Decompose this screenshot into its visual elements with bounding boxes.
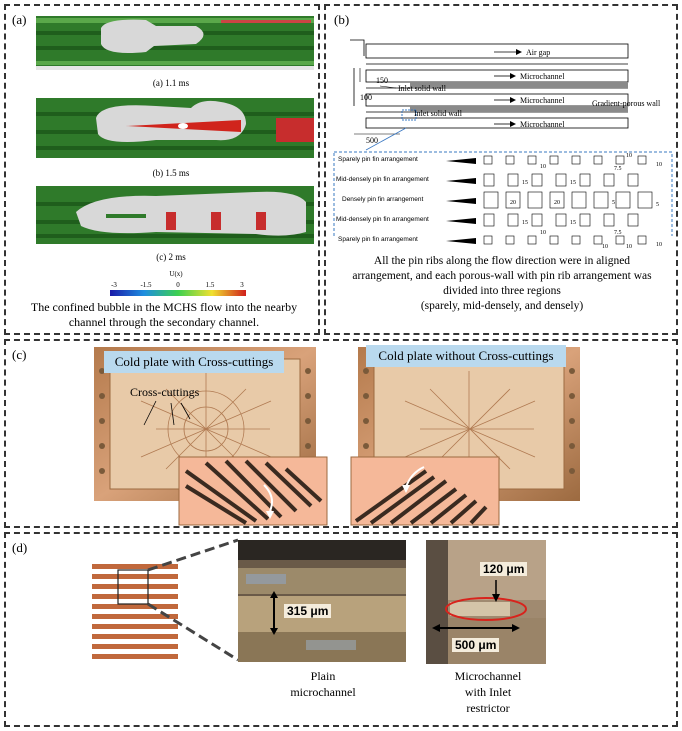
colorbar-title: U(x): [169, 270, 183, 278]
colorbar-tick: 3: [240, 281, 244, 289]
dim-label: 5: [612, 200, 615, 206]
dim-150: 150: [376, 76, 388, 85]
colorbar-tick: -3: [111, 281, 117, 289]
time-label-2: (b) 1.5 ms: [153, 168, 190, 178]
plain-microchannel-image: [238, 540, 406, 662]
panel-b: (b) Air gap Microchannel Microchannel Mi…: [324, 4, 678, 335]
dim-label: 7.5: [614, 166, 622, 172]
sim-frame-1: [36, 16, 314, 70]
dim-label: 7.5: [614, 230, 622, 236]
time-label-1: (a) 1.1 ms: [153, 78, 190, 88]
dim-500: 500: [366, 136, 378, 145]
colorbar-tick: 1.5: [206, 281, 215, 289]
pin-fin-detail-box: [333, 151, 673, 236]
dim-label: 5: [656, 202, 659, 208]
panel-a-label: (a): [12, 12, 27, 27]
microchannel-label: Microchannel: [520, 72, 565, 81]
row-label: Mid-densely pin fin arrangement: [336, 176, 429, 183]
panel-d: (d): [4, 532, 678, 727]
dim-label: 10: [656, 242, 662, 248]
colorbar: [110, 290, 246, 296]
panel-b-label: (b): [334, 12, 350, 27]
colorbar-tick: -1.5: [140, 281, 152, 289]
row-label: Sparely pin fin arrangement: [338, 156, 418, 163]
microchannel-label: Microchannel: [520, 96, 565, 105]
dim-120-label: 120 μm: [480, 562, 528, 576]
title-with-cross-cuttings: Cold plate with Cross-cuttings: [104, 351, 284, 373]
time-label-3: (c) 2 ms: [156, 252, 186, 262]
dim-label: 10: [626, 244, 632, 250]
dim-500-label: 500 μm: [452, 638, 500, 652]
pin-fin-rows: Sparely pin fin arrangement Mid-densely …: [334, 152, 672, 266]
colorbar-tick: 0: [176, 281, 180, 289]
panel-c-label: (c): [12, 347, 27, 362]
caption-restrictor: Microchannel with Inlet restrictor: [454, 669, 522, 715]
panel-b-caption: All the pin ribs along the flow directio…: [352, 255, 652, 312]
sim-frame-2: [36, 98, 314, 158]
row-label: Mid-densely pin fin arrangement: [336, 216, 429, 223]
panel-c: (c): [4, 339, 678, 528]
row-label: Sparely pin fin arrangement: [338, 236, 418, 243]
gradient-wall-label: Gradient-porous wall: [592, 99, 661, 108]
dim-label: 10: [656, 162, 662, 168]
panel-d-label: (d): [12, 540, 28, 555]
dim-100: 100: [360, 93, 372, 102]
dim-label: 15: [570, 180, 576, 186]
channel-array-schematic: [92, 564, 178, 660]
dim-label: 15: [522, 220, 528, 226]
panel-a-caption: The confined bubble in the MCHS flow int…: [30, 300, 298, 329]
dim-label: 15: [570, 220, 576, 226]
dim-label: 15: [522, 180, 528, 186]
microchannel-label: Microchannel: [520, 120, 565, 129]
porous-wall-schematic: Air gap Microchannel Microchannel Microc…: [333, 39, 673, 236]
dim-315-label: 315 μm: [284, 604, 332, 618]
caption-plain: Plain microchannel: [290, 669, 356, 699]
sim-frame-3: [36, 186, 314, 244]
dim-label: 10: [626, 153, 632, 159]
cross-cuttings-label: Cross-cuttings: [130, 385, 200, 399]
air-gap-label: Air gap: [526, 48, 550, 57]
dim-label: 10: [540, 164, 546, 170]
dim-label: 20: [510, 200, 516, 206]
dim-label: 10: [540, 230, 546, 236]
panel-a: (a) (a) 1.1 ms (b) 1.5 ms: [4, 4, 320, 335]
row-label: Densely pin fin arrangement: [342, 196, 424, 203]
inlet-wall-label: Inlet solid wall: [398, 84, 447, 93]
pin-fin-grid: 10 10 15 15 7.5 20 20 5 15 15 10 7.5 10 …: [446, 153, 662, 250]
dim-label: 20: [554, 200, 560, 206]
bubble-simulation: (a) 1.1 ms (b) 1.5 ms (c) 2 ms: [36, 16, 314, 296]
inlet-wall-label: Inlet solid wall: [414, 109, 463, 118]
cold-plates: [94, 347, 580, 526]
dim-label: 10: [602, 244, 608, 250]
title-without-cross-cuttings: Cold plate without Cross-cuttings: [366, 345, 566, 367]
